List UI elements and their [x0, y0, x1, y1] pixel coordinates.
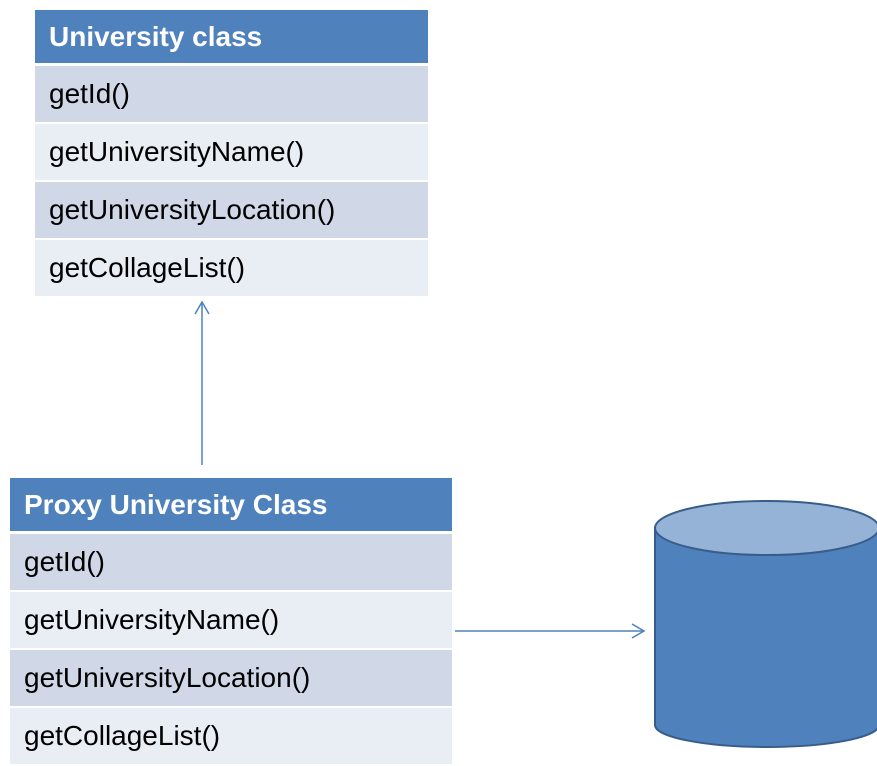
university-class-box: University class getId() getUniversityNa…: [35, 10, 428, 298]
university-method-get-university-location: getUniversityLocation(): [35, 182, 428, 240]
proxy-class-title: Proxy University Class: [10, 478, 452, 534]
database-cylinder-icon: [654, 500, 877, 748]
database-access-arrow: [455, 623, 646, 639]
university-class-title: University class: [35, 10, 428, 66]
proxy-method-get-id: getId(): [10, 534, 452, 592]
inheritance-arrow: [194, 300, 210, 465]
university-method-get-id: getId(): [35, 66, 428, 124]
proxy-university-class-box: Proxy University Class getId() getUniver…: [10, 478, 452, 766]
university-method-get-collage-list: getCollageList(): [35, 240, 428, 298]
university-method-get-university-name: getUniversityName(): [35, 124, 428, 182]
proxy-method-get-university-name: getUniversityName(): [10, 592, 452, 650]
proxy-method-get-collage-list: getCollageList(): [10, 708, 452, 766]
proxy-method-get-university-location: getUniversityLocation(): [10, 650, 452, 708]
